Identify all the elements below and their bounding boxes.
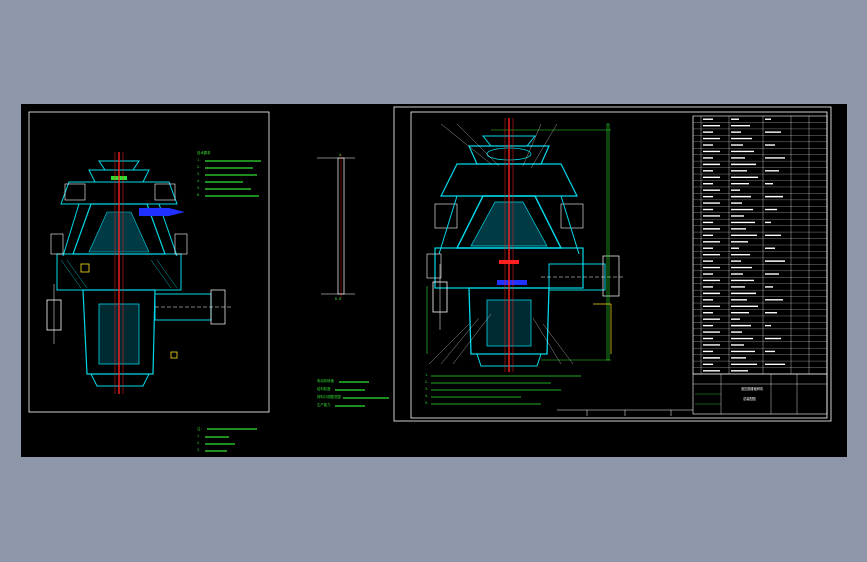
parts-list-table xyxy=(692,115,828,375)
note-line: 3. xyxy=(425,387,429,391)
note-line: 4. xyxy=(425,394,429,398)
param-line: 生产能力 xyxy=(317,402,331,407)
note-line: 1. xyxy=(425,373,429,377)
left-crusher-section xyxy=(46,152,231,394)
left-annotations-bottom: 注： 1. 2. 3. xyxy=(197,426,257,452)
param-line: 电动机转速 xyxy=(317,378,335,383)
svg-text:A: A xyxy=(339,153,341,157)
shaft-detail: A B-B xyxy=(317,153,355,301)
param-line: 给料粒度 xyxy=(317,386,331,391)
note-line: 1. xyxy=(197,434,201,438)
note-line: 5. xyxy=(425,401,429,405)
note-line: 4. xyxy=(197,179,201,183)
note-title: 技术要求 xyxy=(197,150,211,155)
note-line: 2. xyxy=(425,380,429,384)
note-line: 1. xyxy=(197,158,201,162)
drawing-title: 液压圆锥破碎机 xyxy=(741,386,764,391)
left-annotations-top: 技术要求 1. 2. 3. 4. 5. 6. xyxy=(197,150,261,197)
note-line: 6. xyxy=(197,193,201,197)
note-line: 3. xyxy=(197,172,201,176)
title-block: 液压圆锥破碎机 总装配图 xyxy=(692,373,828,415)
right-crusher-section xyxy=(426,118,625,372)
left-sheet-frame xyxy=(28,111,270,413)
note-line: 5. xyxy=(197,186,201,190)
note-line: 2. xyxy=(197,441,201,445)
param-line: 排料口调整范围 xyxy=(317,394,341,399)
bottom-strip xyxy=(557,409,693,416)
note-title: 注： xyxy=(197,426,204,431)
right-sheet-outer-frame xyxy=(393,106,832,422)
note-line: 3. xyxy=(197,448,201,452)
drawing-canvas[interactable]: 技术要求 1. 2. 3. 4. 5. 6. 注： 1. 2. 3. A B-B… xyxy=(21,104,847,457)
parameters-block: 电动机转速 给料粒度 排料口调整范围 生产能力 xyxy=(317,378,389,407)
right-notes: 1. 2. 3. 4. 5. xyxy=(425,373,581,405)
note-line: 2. xyxy=(197,165,201,169)
cad-drawing: 技术要求 1. 2. 3. 4. 5. 6. 注： 1. 2. 3. A B-B… xyxy=(28,106,832,452)
drawing-subtitle: 总装配图 xyxy=(743,396,756,401)
svg-text:B-B: B-B xyxy=(335,297,341,301)
